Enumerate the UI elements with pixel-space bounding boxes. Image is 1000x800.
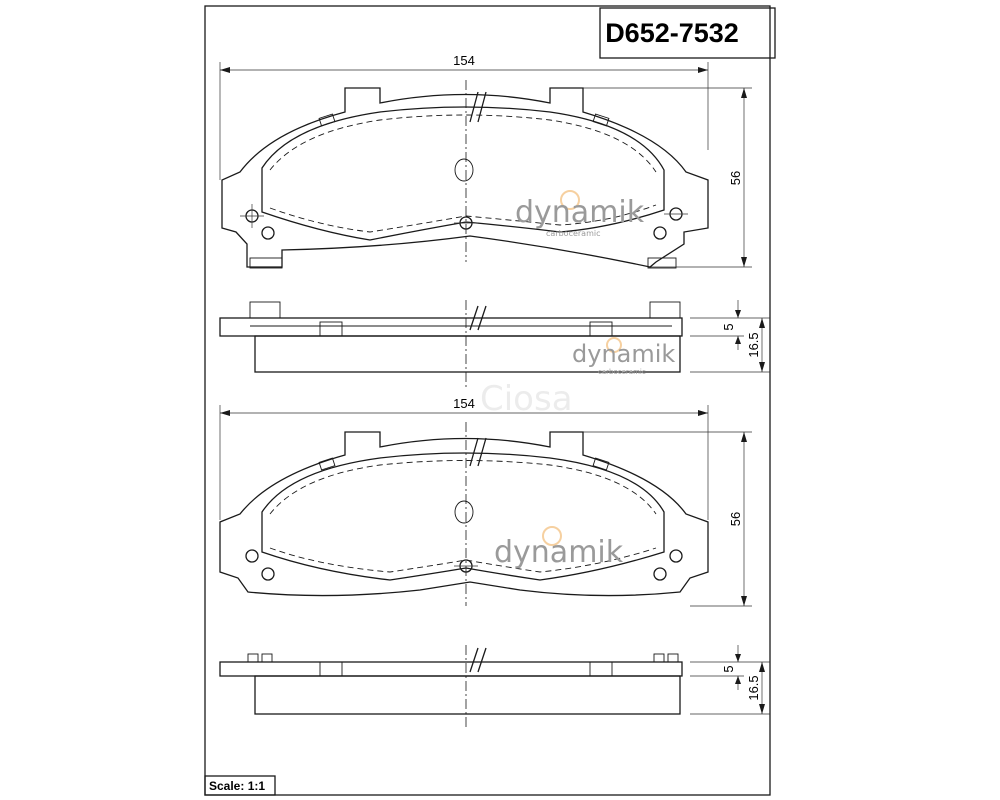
part-number-box xyxy=(599,7,776,59)
brand-name: dynamik xyxy=(572,340,675,368)
dim-height-top: 56 xyxy=(728,171,743,185)
dim-backing-top: 5 xyxy=(721,323,736,330)
brand-tagline: carboceramic xyxy=(546,229,601,238)
brand-watermark-3: dynamik xyxy=(494,526,624,570)
faint-watermark: Ciosa xyxy=(480,379,573,419)
dim-total-top: 16.5 xyxy=(746,332,761,357)
brand-tagline: carboceramic xyxy=(598,368,646,376)
brand-watermark-1: dynamik carboceramic xyxy=(515,190,645,238)
pad-front-view-top: 154 56 xyxy=(219,53,752,269)
brand-watermark-2: dynamik carboceramic xyxy=(572,337,675,376)
pad-front-view-bottom: 154 56 xyxy=(219,396,752,607)
dim-total-bottom: 16.5 xyxy=(746,675,761,700)
part-number: D652-7532 xyxy=(605,18,739,48)
dim-height-bottom: 56 xyxy=(728,512,743,526)
dim-width-bottom: 154 xyxy=(453,396,475,411)
brand-name: dynamik xyxy=(515,195,645,230)
pad-side-view-top: 5 16.5 xyxy=(219,300,770,390)
drawing-frame xyxy=(204,5,771,796)
dim-width-top: 154 xyxy=(453,53,475,68)
dim-backing-bottom: 5 xyxy=(721,665,736,672)
scale-label: Scale: 1:1 xyxy=(209,779,265,793)
scale-box xyxy=(204,775,276,796)
pad-side-view-bottom: 5 16.5 xyxy=(219,645,770,730)
brand-name: dynamik xyxy=(494,535,624,570)
